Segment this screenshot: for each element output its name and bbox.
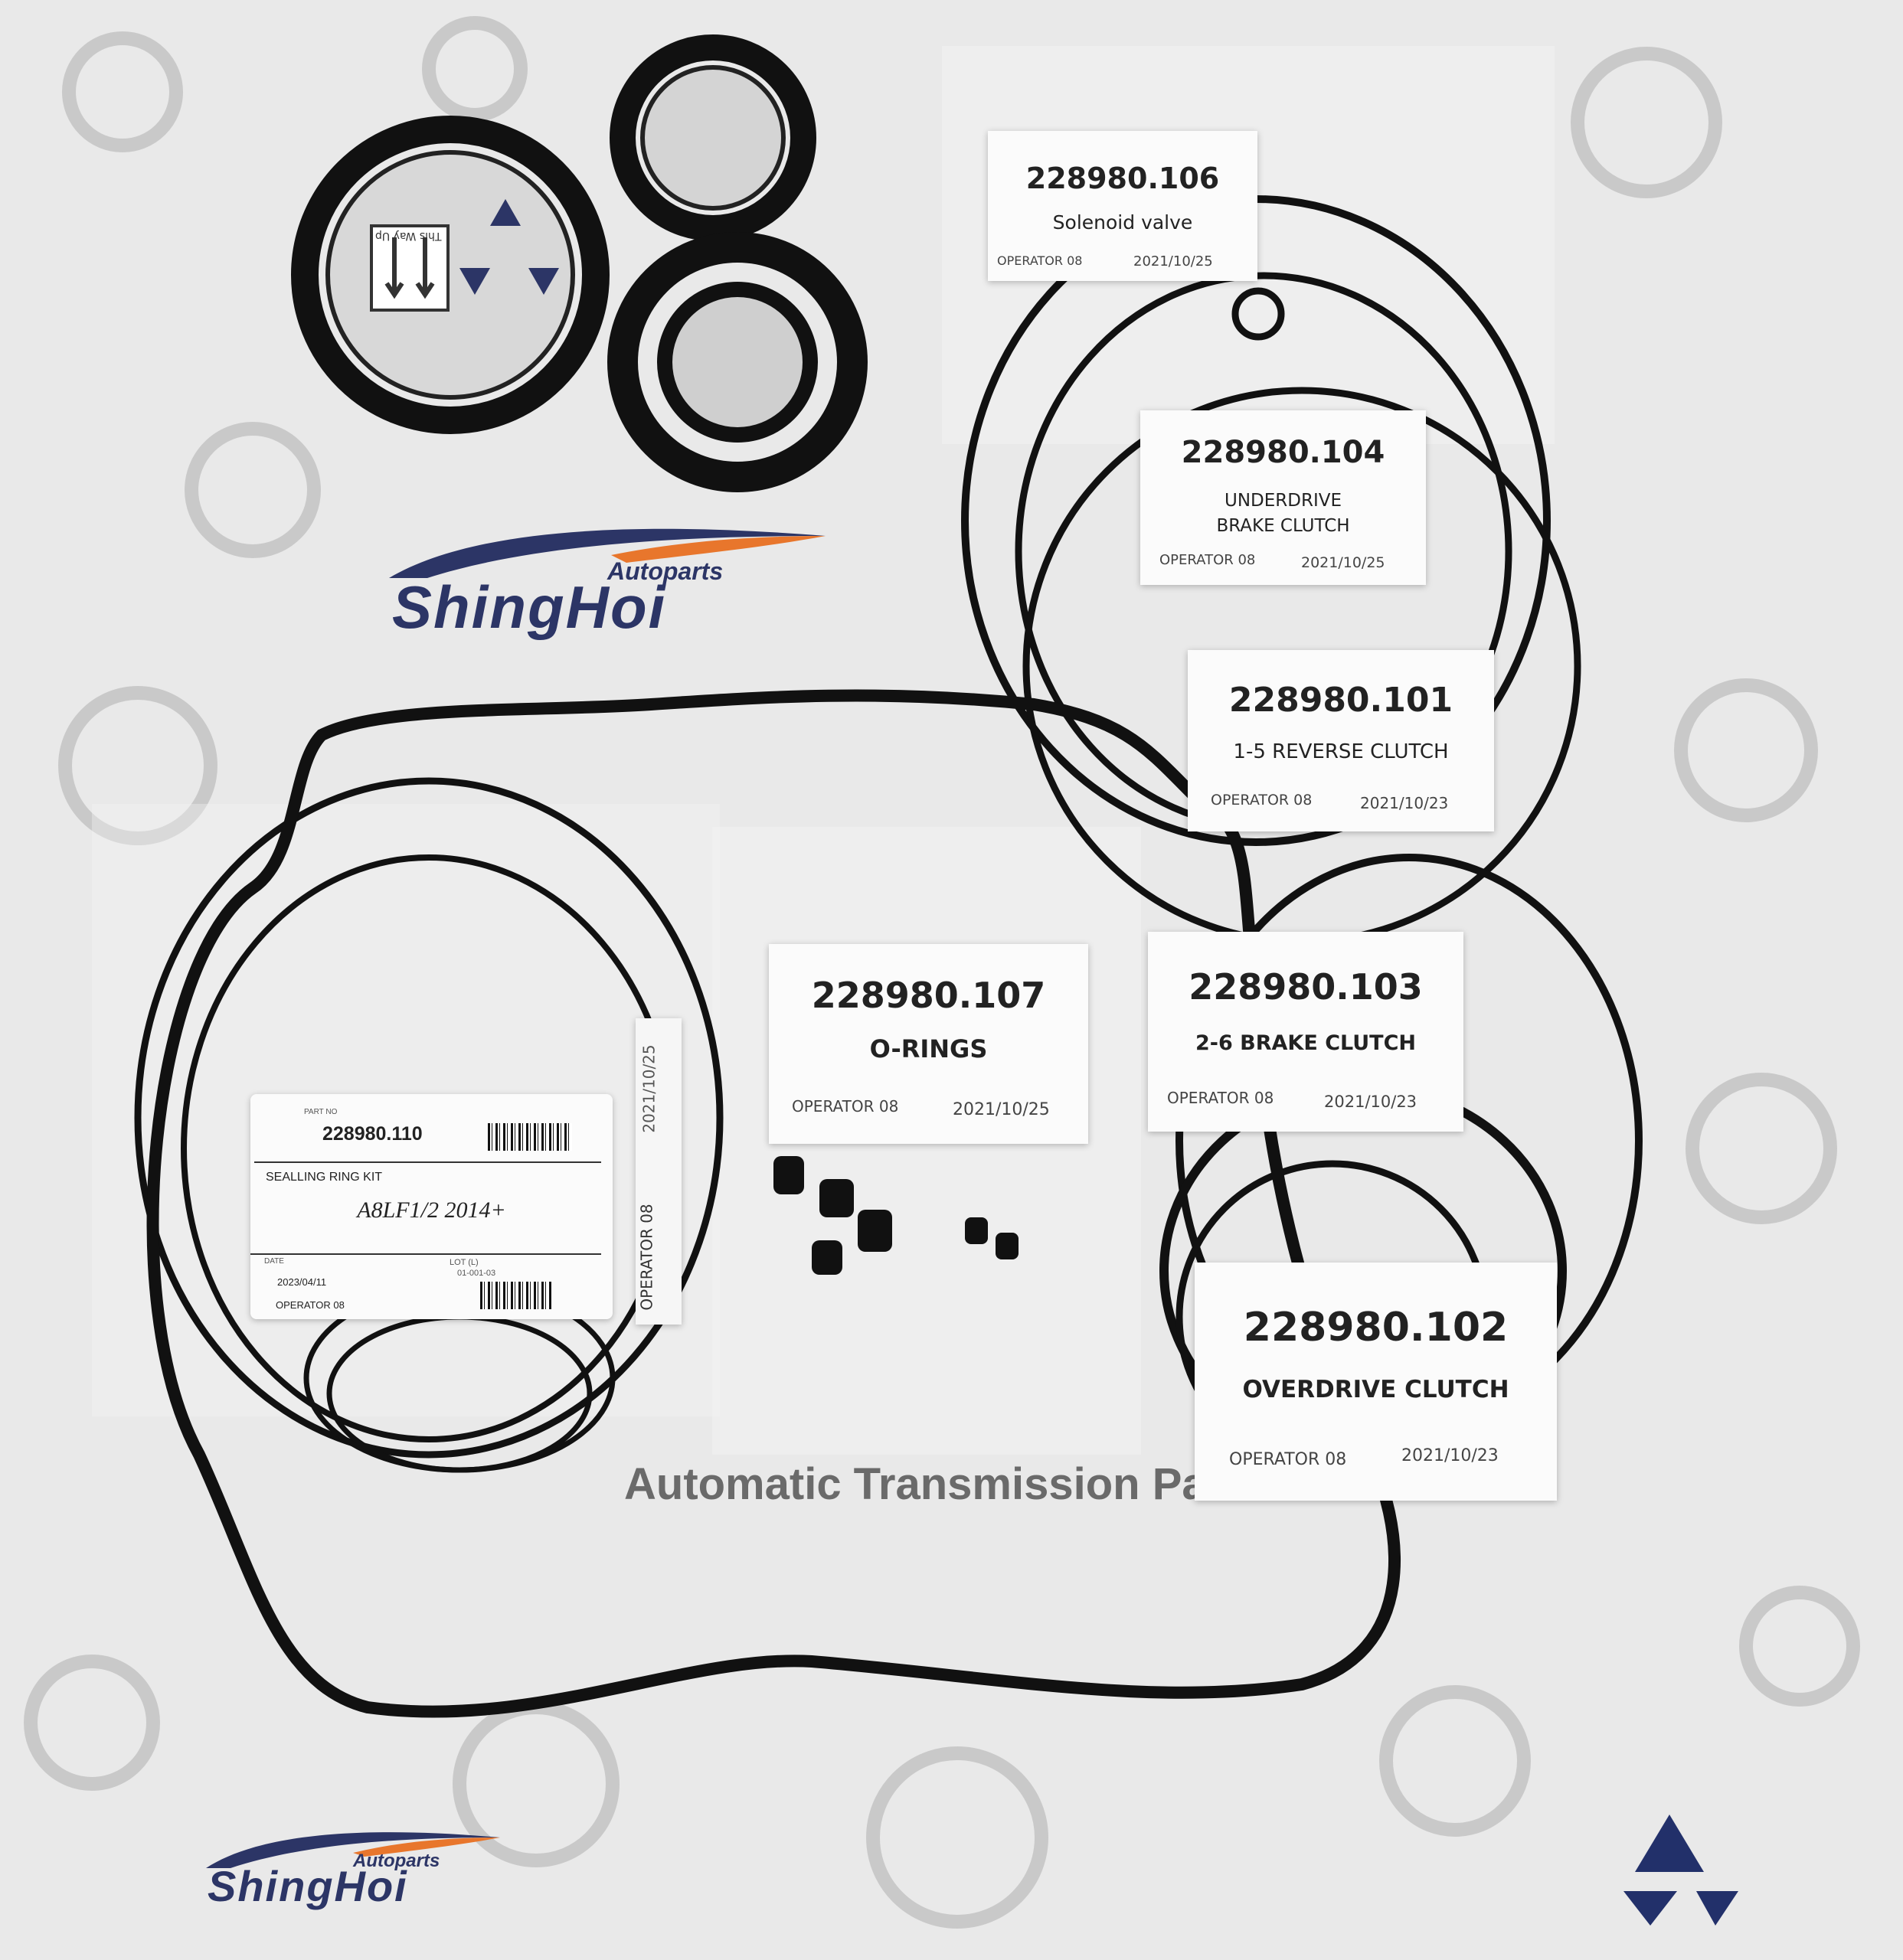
label-228980-106: 228980.106 Solenoid valve OPERATOR 08 20…	[988, 131, 1257, 281]
this-way-up-text: This Way Up	[375, 230, 442, 242]
label-228980-110: PART NO 228980.110 SEALLING RING KIT A8L…	[250, 1094, 613, 1319]
recycle-icon	[1623, 1815, 1738, 1926]
background-print-text: Automatic Transmission Pa	[624, 1459, 1207, 1509]
barcode	[480, 1282, 553, 1309]
barcode	[488, 1123, 572, 1151]
label-228980-103: 228980.103 2-6 BRAKE CLUTCH OPERATOR 08 …	[1148, 932, 1463, 1132]
this-way-up-icon	[370, 224, 450, 312]
oil-seal	[610, 34, 816, 241]
oil-seal	[607, 232, 868, 492]
label-228980-107: 228980.107 O-RINGS OPERATOR 08 2021/10/2…	[769, 944, 1088, 1144]
label-228980-101: 228980.101 1-5 REVERSE CLUTCH OPERATOR 0…	[1188, 650, 1494, 831]
logo-swoosh	[389, 528, 826, 578]
label-228980-104: 228980.104 UNDERDRIVE BRAKE CLUTCH OPERA…	[1140, 410, 1426, 585]
logo-swoosh	[206, 1832, 500, 1868]
brand-logo-bottom: Autoparts ShingHoi	[200, 1826, 506, 1933]
label-side-bag: 2021/10/25 OPERATOR 08	[636, 1018, 682, 1325]
label-228980-102: 228980.102 OVERDRIVE CLUTCH OPERATOR 08 …	[1195, 1263, 1557, 1501]
recycle-icon	[459, 199, 559, 295]
divider	[250, 1253, 601, 1255]
divider	[254, 1161, 601, 1163]
brand-logo-top: Autoparts ShingHoi	[381, 521, 833, 643]
gear-pattern	[24, 16, 1860, 1929]
gasket	[146, 689, 1401, 1718]
grommets	[773, 1156, 1019, 1275]
